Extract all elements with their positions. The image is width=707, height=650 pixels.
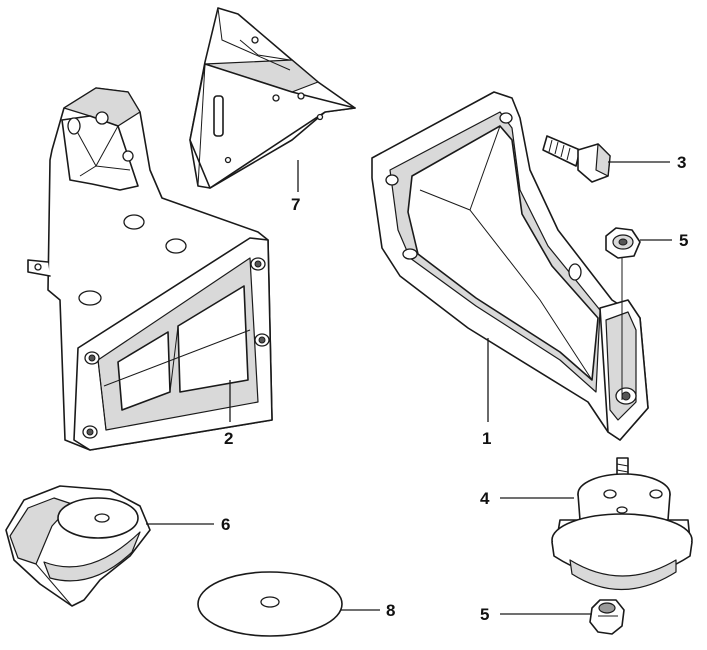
callout-part-1: 1 bbox=[482, 429, 491, 448]
heat-shield-part-6 bbox=[5, 485, 151, 607]
callout-labels: 7 2 1 3 5 4 5 6 8 bbox=[221, 153, 688, 624]
callout-part-2: 2 bbox=[224, 429, 233, 448]
callout-part-3: 3 bbox=[677, 153, 686, 172]
callout-part-6: 6 bbox=[221, 515, 230, 534]
disc-part-8 bbox=[197, 571, 343, 637]
rubber-mount-part-4 bbox=[551, 457, 693, 591]
callout-part-5-bottom: 5 bbox=[480, 605, 489, 624]
nut-part-5-top bbox=[605, 227, 641, 400]
leader-lines bbox=[146, 160, 672, 615]
support-arm-part-1 bbox=[371, 91, 649, 441]
callout-part-7: 7 bbox=[291, 195, 300, 214]
callout-part-4: 4 bbox=[480, 489, 490, 508]
bracket-part-7 bbox=[189, 7, 356, 189]
bolt-part-3 bbox=[542, 135, 611, 183]
callout-part-5-top: 5 bbox=[679, 231, 688, 250]
nut-part-5-bottom bbox=[589, 599, 625, 635]
callout-part-8: 8 bbox=[386, 601, 395, 620]
bracket-part-2 bbox=[27, 87, 273, 451]
